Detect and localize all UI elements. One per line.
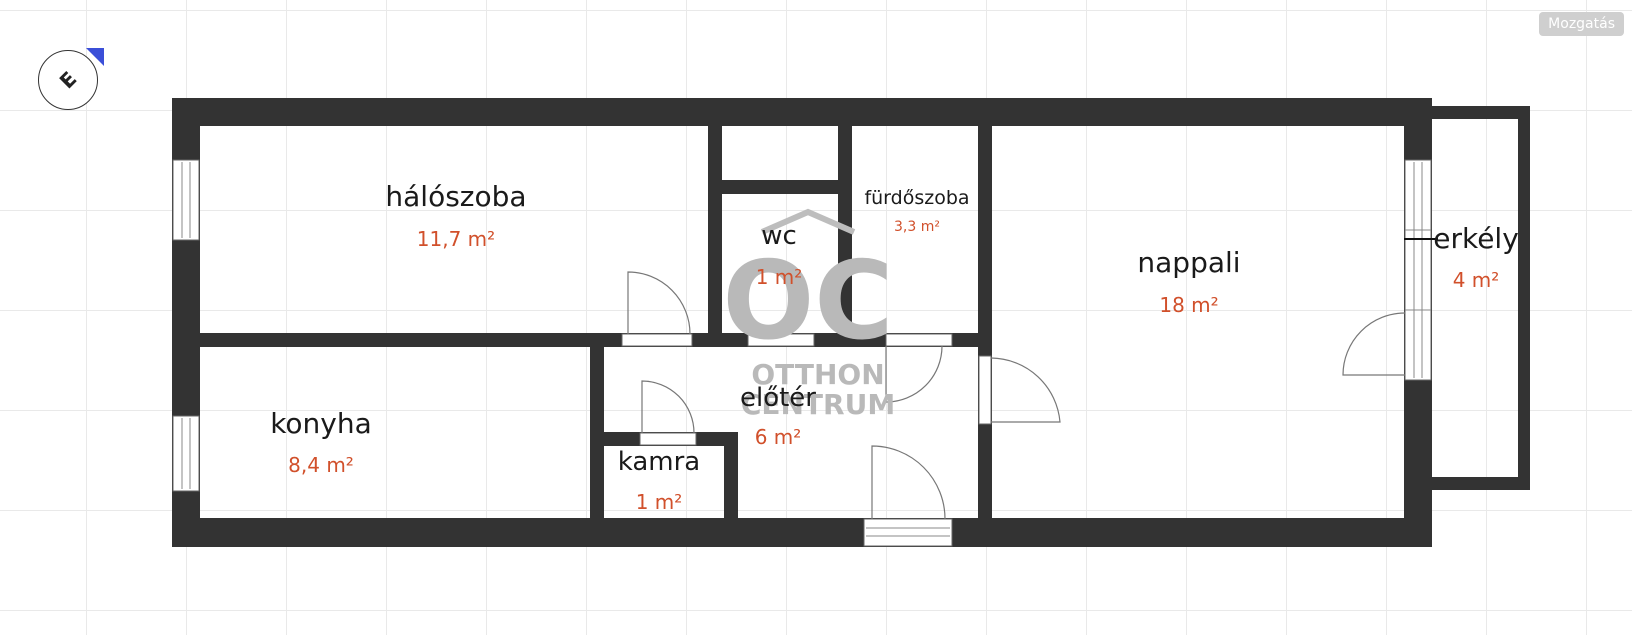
- balcony-wall-bottom: [1432, 477, 1530, 490]
- door-swing-pantry: [641, 380, 695, 434]
- room-area-furdoszoba: 3,3 m²: [894, 219, 940, 235]
- wall-bedroom-wc: [708, 126, 722, 340]
- wall-hall-living: [978, 126, 992, 518]
- watermark-line2: CENTRUM: [741, 388, 895, 421]
- room-name-erkely: erkély: [1433, 222, 1519, 255]
- room-name-furdoszoba: fürdőszoba: [864, 187, 969, 209]
- door-swing-bedroom: [627, 271, 691, 335]
- watermark-logo: OC OTTHON CENTRUM: [722, 208, 895, 421]
- room-name-eloter: előtér: [740, 383, 816, 413]
- balcony-wall-top: [1432, 106, 1530, 119]
- room-name-nappali: nappali: [1137, 246, 1240, 279]
- north-compass-icon: E: [54, 66, 82, 94]
- wall-wc-bath: [838, 126, 852, 340]
- room-area-eloter: 6 m²: [755, 425, 802, 449]
- room-name-haloszoba: hálószoba: [385, 180, 526, 213]
- door-bedroom-opening: [621, 333, 693, 347]
- compass-marker-icon: [86, 48, 104, 66]
- room-name-konyha: konyha: [270, 407, 372, 440]
- room-area-haloszoba: 11,7 m²: [417, 227, 495, 251]
- wall-wc-top: [722, 180, 838, 194]
- door-swing-balcony: [1342, 312, 1406, 376]
- room-name-wc: wc: [761, 221, 797, 251]
- room-area-nappali: 18 m²: [1159, 293, 1218, 317]
- door-bath-opening: [885, 333, 953, 347]
- wall-pantry-right: [724, 432, 738, 518]
- move-mode-button[interactable]: Mozgatás: [1539, 12, 1624, 36]
- window-panes: [181, 162, 1431, 537]
- door-swing-bath: [885, 345, 943, 403]
- watermark-monogram: OC: [722, 239, 893, 364]
- wall-openings: [172, 159, 1432, 547]
- watermark-line1: OTTHON: [751, 358, 884, 391]
- balcony-wall-right: [1518, 106, 1530, 490]
- room-name-kamra: kamra: [618, 447, 700, 477]
- watermark-roof-icon: [760, 208, 856, 235]
- door-swing-entrance: [871, 445, 946, 520]
- entrance-door-opening: [863, 518, 953, 547]
- room-area-konyha: 8,4 m²: [288, 453, 354, 477]
- room-area-erkely: 4 m²: [1453, 268, 1500, 292]
- room-labels: hálószoba 11,7 m² wc 1 m² fürdőszoba 3,3…: [270, 180, 1519, 514]
- window-kitchen: [172, 415, 200, 492]
- door-wc-opening: [747, 333, 815, 347]
- wall-kitchen-hall: [590, 333, 604, 518]
- room-area-kamra: 1 m²: [636, 490, 683, 514]
- door-pantry-opening: [639, 432, 697, 446]
- wall-bedroom-kitchen: [200, 333, 590, 347]
- door-swing-living: [990, 357, 1061, 423]
- compass-control[interactable]: E: [38, 48, 104, 110]
- window-living-balcony: [1404, 159, 1432, 381]
- window-bedroom: [172, 159, 200, 241]
- door-living-opening: [978, 355, 992, 425]
- room-area-wc: 1 m²: [756, 265, 803, 289]
- door-swings: [627, 271, 1406, 520]
